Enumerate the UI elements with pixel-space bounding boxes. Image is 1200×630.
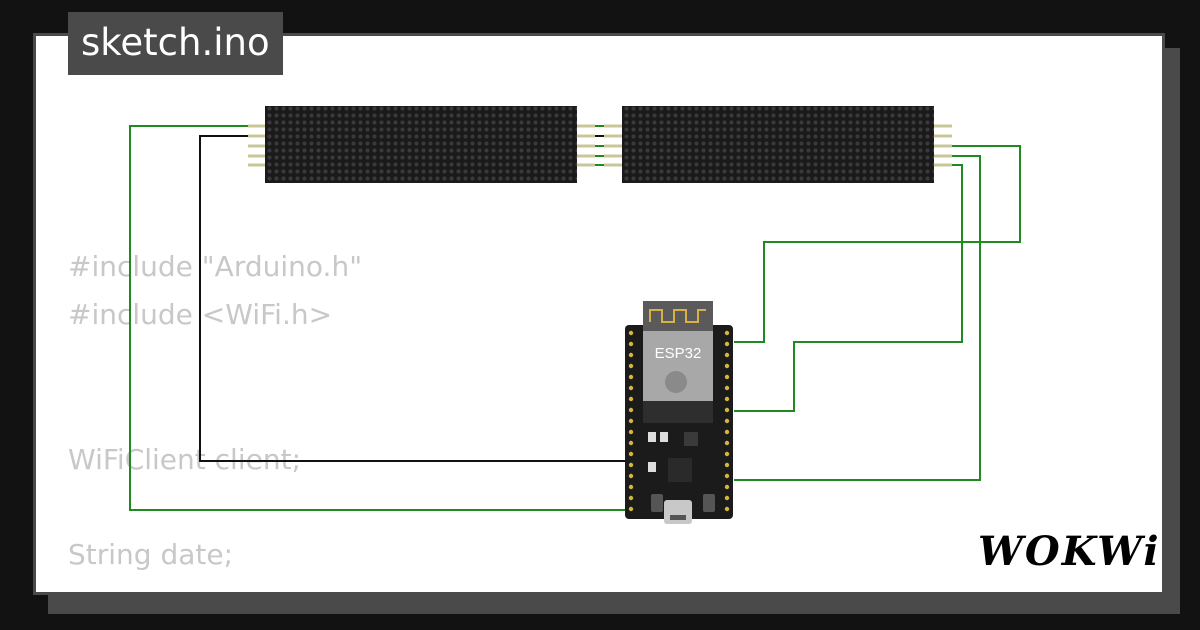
- usb-port-icon: [664, 500, 692, 524]
- led-matrix-2[interactable]: [604, 106, 952, 183]
- wire-green-right-3[interactable]: [734, 164, 963, 412]
- chain-wires[interactable]: [595, 125, 604, 166]
- esp32-board[interactable]: ESP32: [625, 301, 733, 524]
- wire-green-right-1[interactable]: [734, 145, 1021, 343]
- code-line-3: WiFiClient client;: [68, 443, 301, 476]
- wire-green-right-2[interactable]: [734, 155, 981, 481]
- boot-button[interactable]: [703, 494, 715, 512]
- espressif-logo-icon: [665, 371, 687, 393]
- wokwi-logo: WOKWi: [978, 528, 1161, 575]
- code-line-4: String date;: [68, 538, 234, 571]
- file-tab-title: sketch.ino: [68, 12, 283, 75]
- esp32-label: ESP32: [655, 345, 702, 362]
- led-matrix-1[interactable]: [248, 106, 595, 183]
- wire-green-left[interactable]: [129, 125, 628, 511]
- en-button[interactable]: [651, 494, 663, 512]
- wire-black-left[interactable]: [199, 135, 628, 462]
